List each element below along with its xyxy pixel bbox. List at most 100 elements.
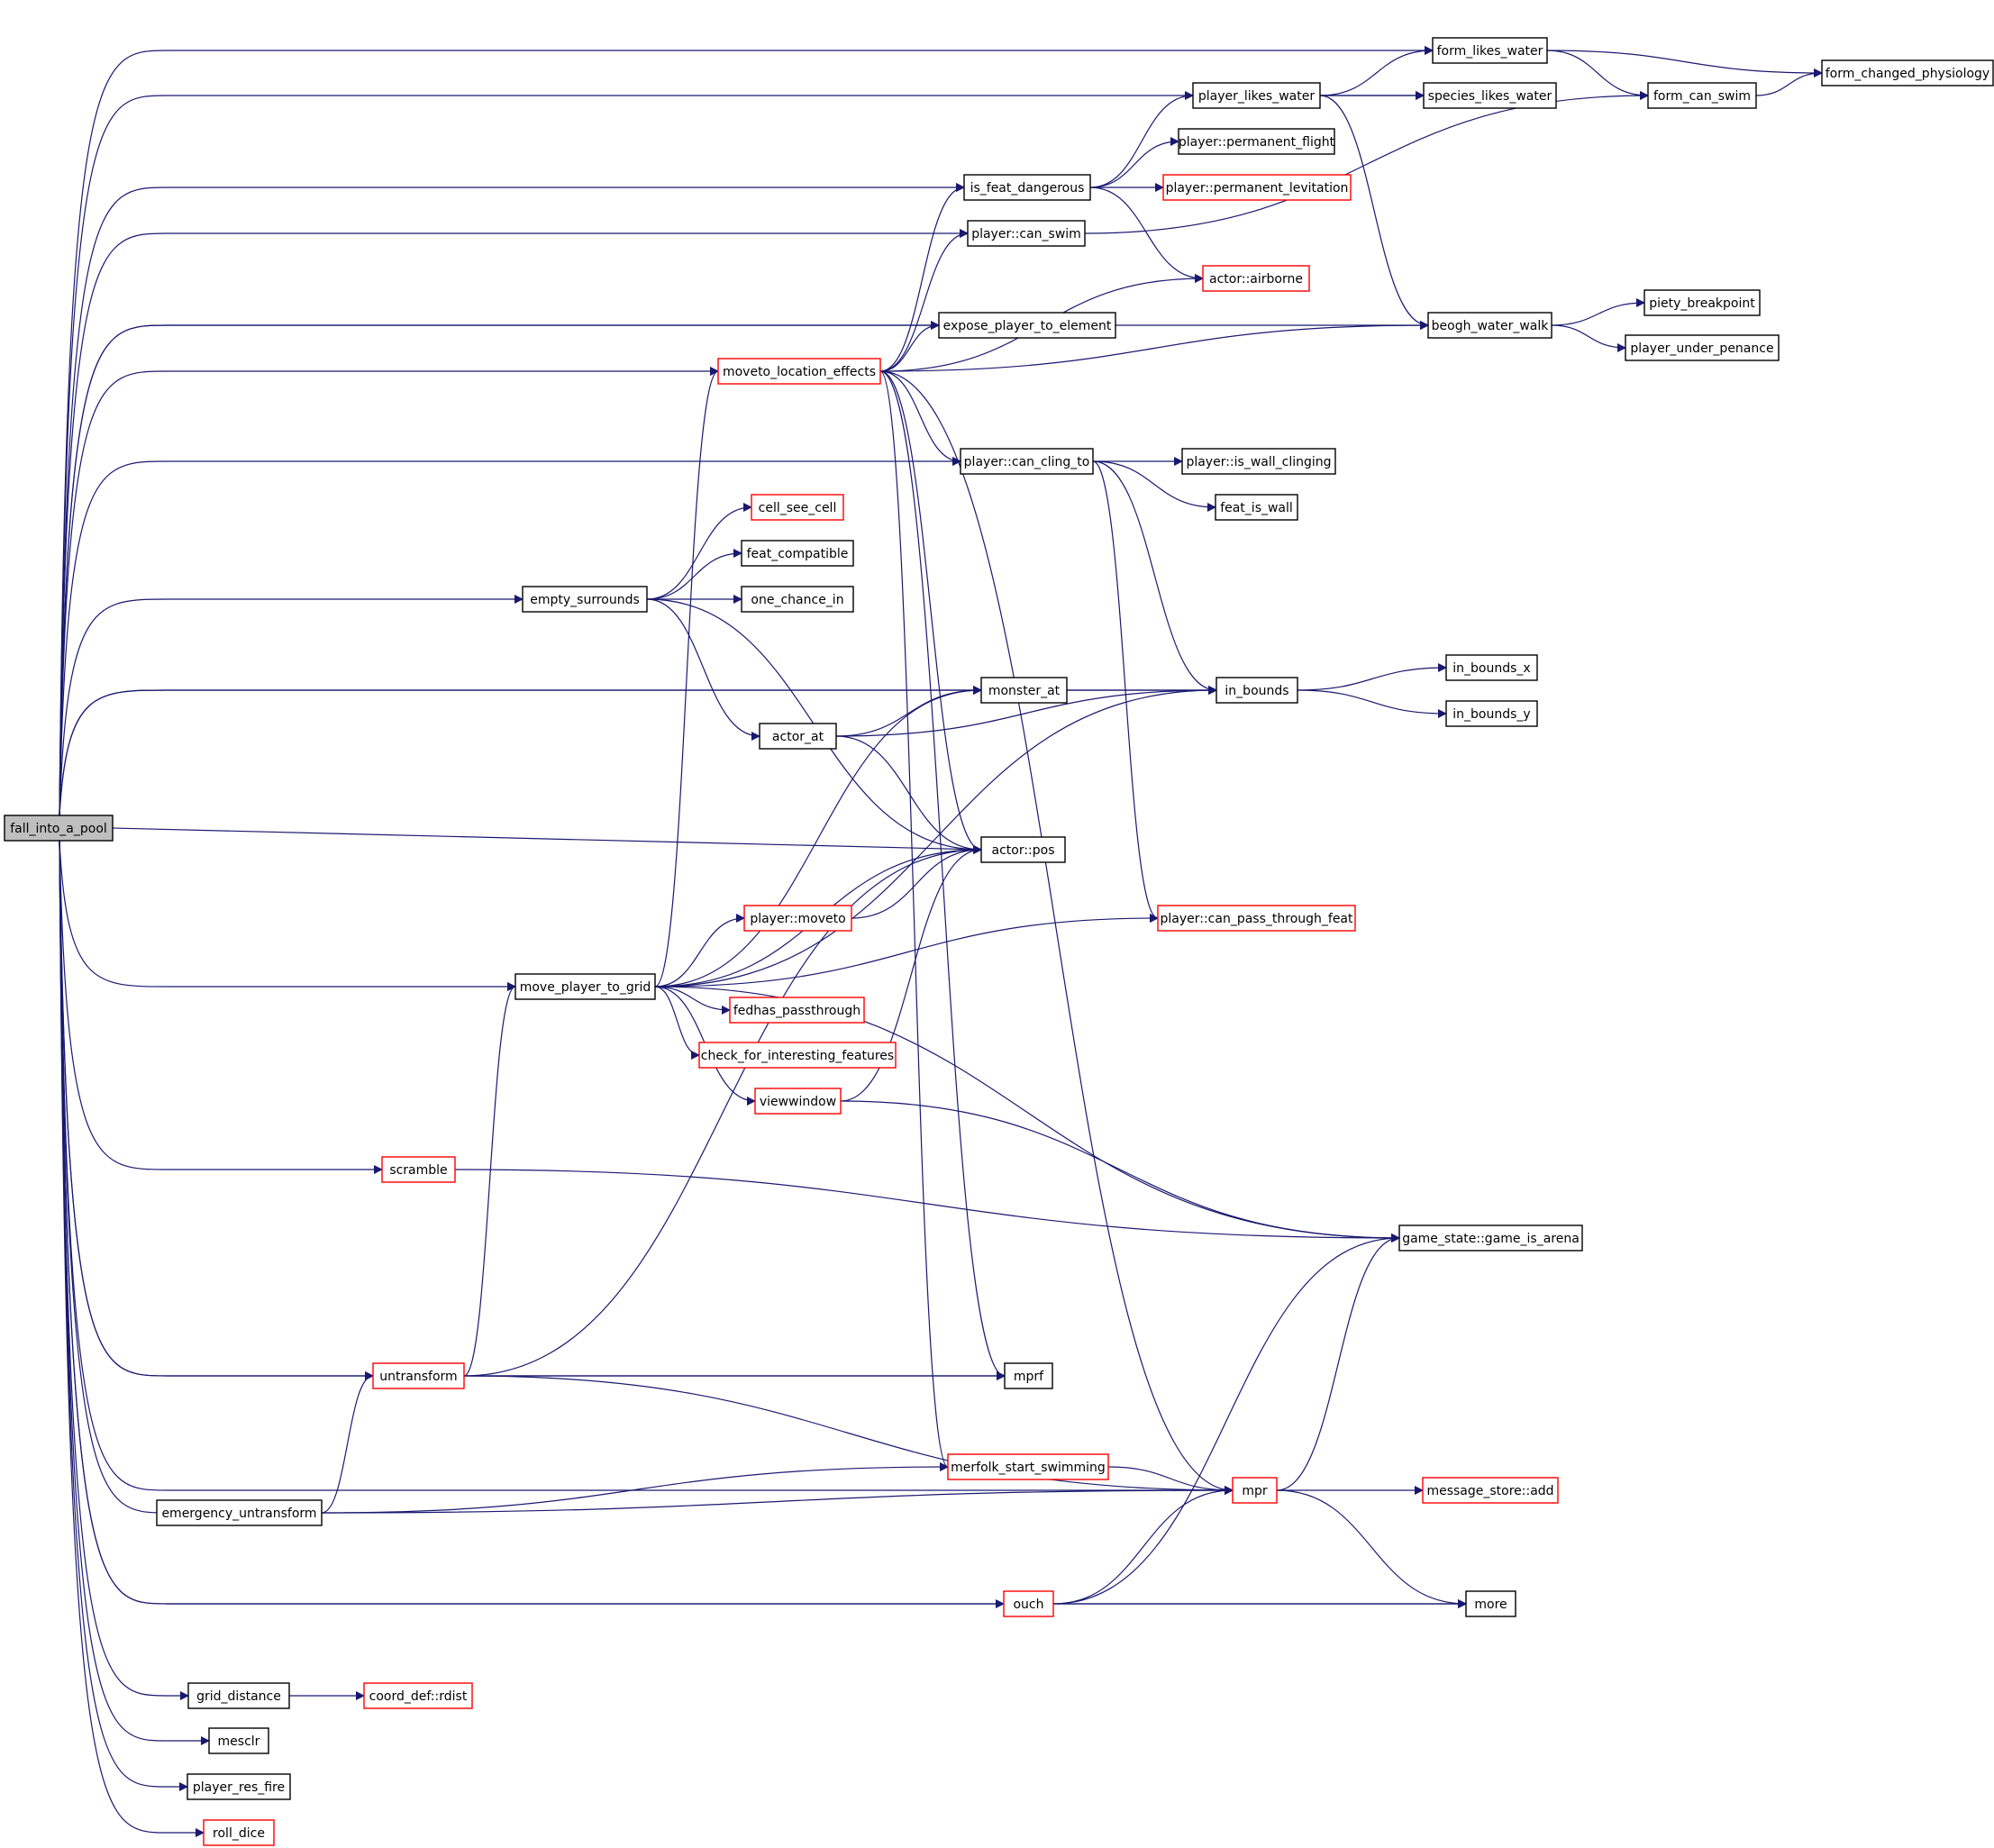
node-player-permanent-flight[interactable]: player::permanent_flight [1178,128,1335,155]
node-actor-airborne[interactable]: actor::airborne [1202,265,1310,292]
node-label: player_res_fire [193,1780,285,1795]
edge-move-player-to-grid-to-moveto-location-effects [654,367,719,988]
node-label: fall_into_a_pool [10,822,107,836]
node-one-chance-in[interactable]: one_chance_in [741,586,854,613]
node-game-is-arena[interactable]: game_state::game_is_arena [1398,1224,1583,1252]
edge-is-feat-dangerous-to-player-permanent-flight [1089,137,1179,188]
node-box [1625,334,1780,361]
node-in-bounds[interactable]: in_bounds [1216,677,1298,704]
node-mpr[interactable]: mpr [1232,1477,1278,1504]
edge-empty-surrounds-to-actor-at [646,598,760,741]
node-move-player-to-grid[interactable]: move_player_to_grid [514,973,656,1000]
node-box [717,358,881,385]
node-label: player::permanent_flight [1179,135,1335,150]
node-form-changed-physiology[interactable]: form_changed_physiology [1821,59,1994,86]
node-box [1432,37,1548,64]
node-box [372,1362,465,1389]
edge-fall-into-a-pool-to-untransform [59,840,374,1380]
node-actor-pos[interactable]: actor::pos [980,836,1066,863]
node-emergency-untransform[interactable]: emergency_untransform [156,1499,323,1526]
node-cell-see-cell[interactable]: cell_see_cell [751,494,844,521]
node-is-feat-dangerous[interactable]: is_feat_dangerous [963,174,1091,201]
node-form-can-swim[interactable]: form_can_swim [1647,82,1757,109]
node-more[interactable]: more [1465,1590,1516,1617]
edge-is-feat-dangerous-to-player-likes-water [1089,91,1194,188]
edge-player-can-swim-to-form-can-swim [1084,91,1649,234]
node-fall-into-a-pool[interactable]: fall_into_a_pool [4,815,114,842]
node-player-can-swim[interactable]: player::can_swim [967,220,1086,247]
node-feat-compatible[interactable]: feat_compatible [741,540,854,567]
edge-fall-into-a-pool-to-species-likes-water [59,91,1425,816]
node-check-for-interesting-features[interactable]: check_for_interesting_features [698,1042,897,1069]
node-label: untransform [379,1370,457,1384]
edge-ouch-to-game-is-arena [1052,1234,1400,1605]
node-box [743,905,852,932]
node-in-bounds-x[interactable]: in_bounds_x [1445,654,1538,681]
node-actor-at[interactable]: actor_at [759,723,837,750]
node-form-likes-water[interactable]: form_likes_water [1432,37,1548,64]
node-box [1181,448,1336,475]
node-grid-distance[interactable]: grid_distance [187,1682,290,1709]
node-species-likes-water[interactable]: species_likes_water [1423,82,1557,109]
edge-moveto-location-effects-to-merfolk-start-swimming [879,370,949,1471]
node-feat-is-wall[interactable]: feat_is_wall [1215,494,1298,521]
node-beogh-water-walk[interactable]: beogh_water_walk [1427,312,1552,339]
node-mesclr[interactable]: mesclr [208,1727,269,1754]
node-player-under-penance[interactable]: player_under_penance [1625,334,1780,361]
node-player-res-fire[interactable]: player_res_fire [187,1773,291,1800]
node-empty-surrounds[interactable]: empty_surrounds [522,586,648,613]
node-mprf[interactable]: mprf [1004,1362,1053,1389]
edge-ouch-to-mpr [1052,1486,1234,1605]
node-box [203,1819,275,1846]
node-label: feat_is_wall [1220,501,1293,515]
node-monster-at[interactable]: monster_at [980,677,1068,704]
node-box [938,312,1116,339]
node-label: fedhas_passthrough [733,1004,860,1018]
node-player-is-wall-clinging[interactable]: player::is_wall_clinging [1181,448,1336,475]
node-expose-player-to-element[interactable]: expose_player_to_element [938,312,1116,339]
node-scramble[interactable]: scramble [381,1156,456,1183]
node-ouch[interactable]: ouch [1003,1590,1054,1617]
node-label: one_chance_in [751,593,843,607]
node-player-likes-water[interactable]: player_likes_water [1192,82,1321,109]
node-untransform[interactable]: untransform [372,1362,465,1389]
edge-form-likes-water-to-form-can-swim [1546,50,1649,100]
node-label: game_state::game_is_arena [1402,1232,1580,1246]
edge-moveto-location-effects-to-mpr [879,370,1234,1495]
edge-fall-into-a-pool-to-actor-pos [112,827,982,854]
node-box [759,723,837,750]
node-box [963,174,1091,201]
edge-viewwindow-to-game-is-arena [840,1100,1400,1243]
node-label: mpr [1242,1484,1268,1498]
node-roll-dice[interactable]: roll_dice [203,1819,275,1846]
node-player-permanent-levitation[interactable]: player::permanent_levitation [1162,174,1352,201]
edge-move-player-to-grid-to-monster-at [654,686,982,988]
node-player-moveto[interactable]: player::moveto [743,905,852,932]
node-message-store-add[interactable]: message_store::add [1422,1477,1559,1504]
node-moveto-location-effects[interactable]: moveto_location_effects [717,358,881,385]
edge-fall-into-a-pool-to-empty-surrounds [59,595,524,816]
node-label: player::moveto [750,912,845,926]
edge-fall-into-a-pool-to-scramble [59,840,383,1174]
node-box [1445,700,1538,727]
node-player-can-cling-to[interactable]: player::can_cling_to [960,448,1094,475]
node-label: ouch [1013,1598,1043,1612]
node-fedhas-passthrough[interactable]: fedhas_passthrough [729,997,865,1024]
node-label: merfolk_start_swimming [951,1461,1106,1475]
node-box [1427,312,1552,339]
node-in-bounds-y[interactable]: in_bounds_y [1445,700,1538,727]
node-coord-def-rdist[interactable]: coord_def::rdist [363,1682,473,1709]
node-label: monster_at [988,684,1061,698]
edge-move-player-to-grid-to-player-moveto [654,914,745,988]
node-box [1003,1590,1054,1617]
node-player-can-pass-through-feat[interactable]: player::can_pass_through_feat [1157,905,1356,932]
edge-fall-into-a-pool-to-beogh-water-walk [59,321,1429,816]
node-merfolk-start-swimming[interactable]: merfolk_start_swimming [947,1453,1109,1480]
node-viewwindow[interactable]: viewwindow [754,1088,842,1115]
node-label: scramble [389,1163,447,1178]
node-piety-breakpoint[interactable]: piety_breakpoint [1643,289,1761,316]
edge-fall-into-a-pool-to-mpr [59,840,1234,1495]
node-box [522,586,648,613]
edge-fall-into-a-pool-to-mprf [59,840,1006,1380]
